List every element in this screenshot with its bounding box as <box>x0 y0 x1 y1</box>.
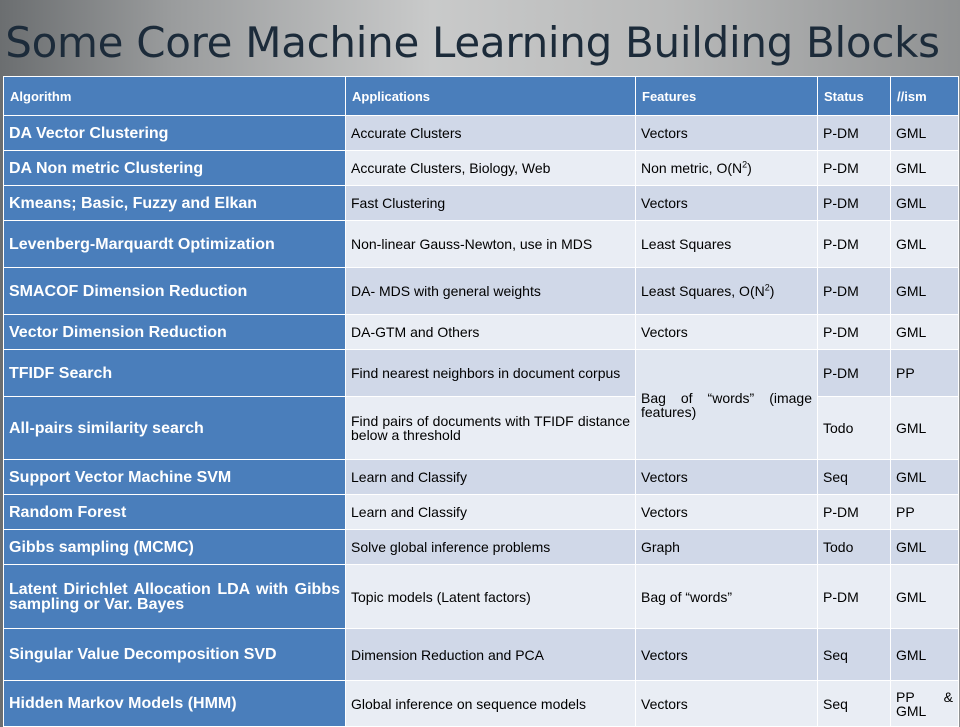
features-cell: Vectors <box>635 494 818 530</box>
algorithm-cell: DA Non metric Clustering <box>3 150 346 186</box>
table-row: Singular Value Decomposition SVD Dimensi… <box>3 628 959 681</box>
table-row: Random Forest Learn and Classify Vectors… <box>3 494 959 530</box>
table-row: Latent Dirichlet Allocation LDA with Gib… <box>3 564 959 629</box>
application-cell: Topic models (Latent factors) <box>345 564 636 629</box>
algorithm-cell: TFIDF Search <box>3 349 346 397</box>
table-row: DA Vector Clustering Accurate Clusters V… <box>3 115 959 151</box>
header-status: Status <box>817 76 891 116</box>
status-cell: Todo <box>817 396 891 460</box>
status-cell: Seq <box>817 680 891 727</box>
application-cell: DA- MDS with general weights <box>345 267 636 315</box>
status-cell: Seq <box>817 628 891 681</box>
features-cell: Vectors <box>635 185 818 221</box>
ism-cell: GML <box>890 185 959 221</box>
status-cell: P-DM <box>817 349 891 397</box>
algorithm-cell: Levenberg-Marquardt Optimization <box>3 220 346 268</box>
table-row: Vector Dimension Reduction DA-GTM and Ot… <box>3 314 959 350</box>
table-row: Kmeans; Basic, Fuzzy and Elkan Fast Clus… <box>3 185 959 221</box>
table-row: TFIDF Search Find nearest neighbors in d… <box>3 349 959 460</box>
algorithm-cell: DA Vector Clustering <box>3 115 346 151</box>
application-cell: DA-GTM and Others <box>345 314 636 350</box>
application-cell: Find pairs of documents with TFIDF dista… <box>345 396 636 460</box>
features-cell: Least Squares, O(N2) <box>635 267 818 315</box>
ism-cell: PP <box>890 349 959 397</box>
algorithm-cell: Latent Dirichlet Allocation LDA with Gib… <box>3 564 346 629</box>
application-cell: Find nearest neighbors in document corpu… <box>345 349 636 397</box>
table-row: SMACOF Dimension Reduction DA- MDS with … <box>3 267 959 315</box>
table-row: Gibbs sampling (MCMC) Solve global infer… <box>3 529 959 565</box>
application-cell: Accurate Clusters <box>345 115 636 151</box>
slide-title: Some Core Machine Learning Building Bloc… <box>5 18 940 67</box>
application-cell: Accurate Clusters, Biology, Web <box>345 150 636 186</box>
application-cell: Fast Clustering <box>345 185 636 221</box>
table-row: DA Non metric Clustering Accurate Cluste… <box>3 150 959 186</box>
ism-cell: GML <box>890 459 959 495</box>
ism-cell: GML <box>890 220 959 268</box>
ism-cell: PP <box>890 494 959 530</box>
algorithm-cell: Gibbs sampling (MCMC) <box>3 529 346 565</box>
ism-cell: GML <box>890 115 959 151</box>
status-cell: P-DM <box>817 115 891 151</box>
header-row: Algorithm Applications Features Status /… <box>3 76 959 116</box>
ism-cell: GML <box>890 314 959 350</box>
header-ism: //ism <box>890 76 959 116</box>
table-row: All-pairs similarity search Find pairs o… <box>3 396 959 460</box>
algorithm-cell: SMACOF Dimension Reduction <box>3 267 346 315</box>
algorithm-cell: Singular Value Decomposition SVD <box>3 628 346 681</box>
status-cell: P-DM <box>817 564 891 629</box>
ism-cell: GML <box>890 267 959 315</box>
status-cell: P-DM <box>817 220 891 268</box>
status-cell: P-DM <box>817 150 891 186</box>
features-cell: Bag of “words” <box>635 564 818 629</box>
algorithms-table: Algorithm Applications Features Status /… <box>3 76 959 727</box>
application-cell: Learn and Classify <box>345 494 636 530</box>
algorithm-cell: Vector Dimension Reduction <box>3 314 346 350</box>
header-algorithm: Algorithm <box>3 76 346 116</box>
status-cell: P-DM <box>817 314 891 350</box>
application-cell: Solve global inference problems <box>345 529 636 565</box>
ism-cell: GML <box>890 529 959 565</box>
status-cell: P-DM <box>817 267 891 315</box>
table-row: Levenberg-Marquardt Optimization Non-lin… <box>3 220 959 268</box>
features-cell: Graph <box>635 529 818 565</box>
features-cell: Vectors <box>635 628 818 681</box>
algorithm-cell: Random Forest <box>3 494 346 530</box>
ism-cell: GML <box>890 396 959 460</box>
algorithm-cell: Kmeans; Basic, Fuzzy and Elkan <box>3 185 346 221</box>
features-cell: Bag of “words” (image features) <box>635 349 818 460</box>
ism-cell: GML <box>890 564 959 629</box>
header-applications: Applications <box>345 76 636 116</box>
table-row: Support Vector Machine SVM Learn and Cla… <box>3 459 959 495</box>
status-cell: Seq <box>817 459 891 495</box>
ism-cell: GML <box>890 150 959 186</box>
features-cell: Vectors <box>635 680 818 727</box>
features-cell: Non metric, O(N2) <box>635 150 818 186</box>
application-cell: Learn and Classify <box>345 459 636 495</box>
features-cell: Vectors <box>635 459 818 495</box>
ism-cell: PP & GML <box>890 680 959 727</box>
status-cell: Todo <box>817 529 891 565</box>
application-cell: Non-linear Gauss-Newton, use in MDS <box>345 220 636 268</box>
application-cell: Dimension Reduction and PCA <box>345 628 636 681</box>
ism-cell: GML <box>890 628 959 681</box>
status-cell: P-DM <box>817 494 891 530</box>
status-cell: P-DM <box>817 185 891 221</box>
header-features: Features <box>635 76 818 116</box>
algorithm-cell: All-pairs similarity search <box>3 396 346 460</box>
features-cell: Vectors <box>635 115 818 151</box>
features-cell: Vectors <box>635 314 818 350</box>
features-cell: Least Squares <box>635 220 818 268</box>
algorithm-cell: Hidden Markov Models (HMM) <box>3 680 346 727</box>
algorithm-cell: Support Vector Machine SVM <box>3 459 346 495</box>
